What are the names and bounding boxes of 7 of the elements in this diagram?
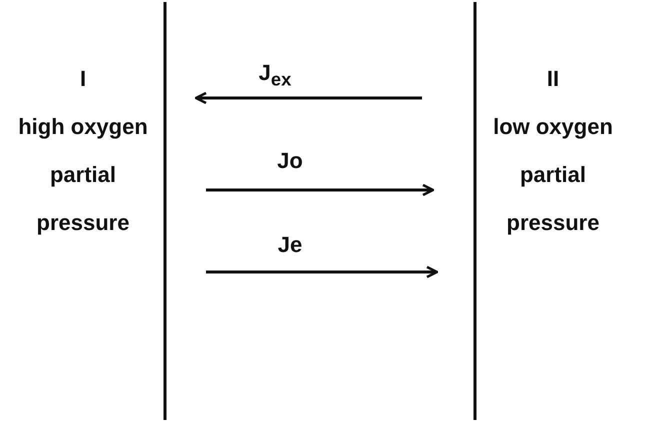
flux-label: Jo xyxy=(276,148,304,174)
region-description: high oxygen partial pressure xyxy=(17,113,149,237)
flux-label: J$_{ex}$ xyxy=(258,60,292,90)
region-description: low oxygen partial pressure xyxy=(492,113,614,237)
region-number: I xyxy=(78,65,88,93)
region-number: II xyxy=(546,65,560,93)
flux-label: Je xyxy=(276,232,304,258)
